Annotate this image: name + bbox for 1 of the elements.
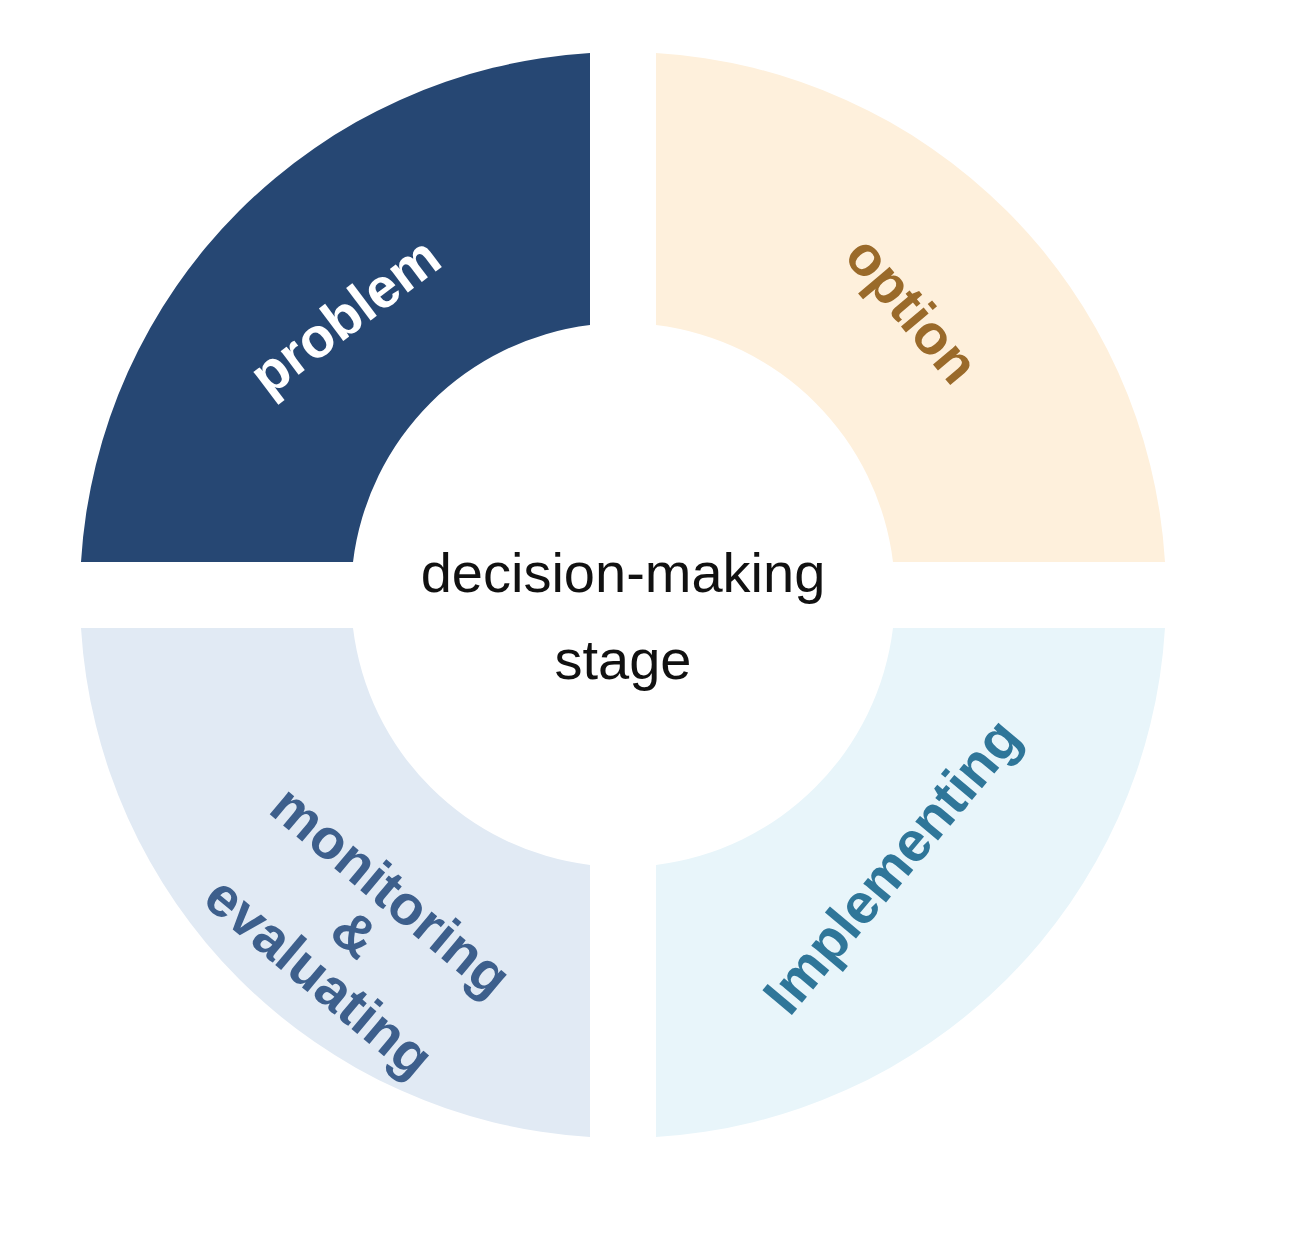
- center-label: decision-making stage: [353, 530, 893, 704]
